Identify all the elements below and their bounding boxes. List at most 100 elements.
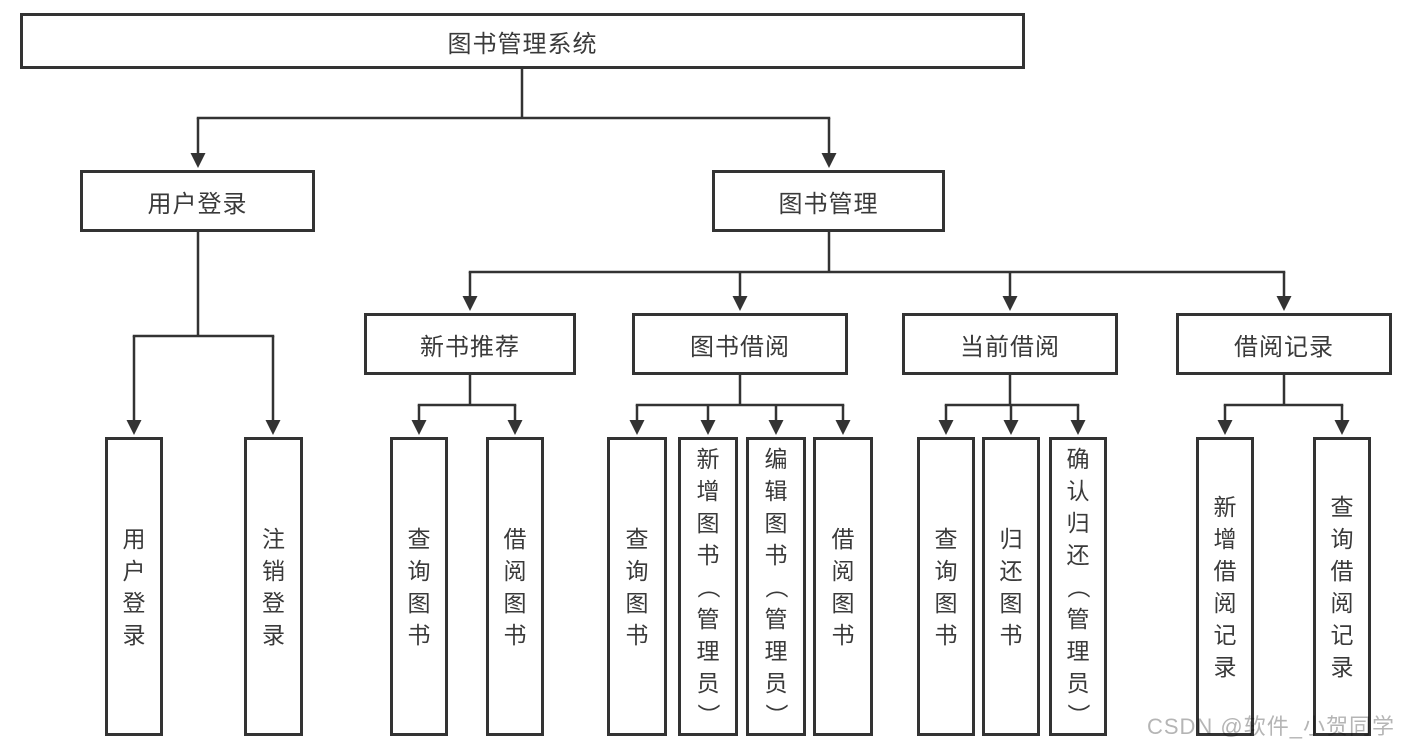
leaf-label-char: 图 <box>407 589 431 616</box>
leaf-label-char: 管 <box>764 605 788 632</box>
leaf-user-login: 用户登录 <box>105 437 163 736</box>
leaf-label-char: 书 <box>407 621 431 648</box>
node-book-management: 图书管理 <box>712 170 945 232</box>
leaf-label-char: 录 <box>122 621 146 648</box>
leaf-label-char: 阅 <box>1330 589 1354 616</box>
leaf-borrow-books-2: 借阅图书 <box>813 437 873 736</box>
leaf-edit-books-admin: 编辑图书（管理员） <box>746 437 806 736</box>
leaf-label-char: 查 <box>1330 493 1354 520</box>
leaf-query-books-3: 查询图书 <box>917 437 975 736</box>
leaf-label-char: 查 <box>934 525 958 552</box>
leaf-label-char: 书 <box>503 621 527 648</box>
leaf-label-char: 询 <box>407 557 431 584</box>
leaf-label: 编辑图书（管理员） <box>749 440 803 733</box>
leaf-borrow-books-1: 借阅图书 <box>486 437 544 736</box>
leaf-label-char: 书 <box>999 621 1023 648</box>
leaf-label-char: 新 <box>1213 493 1237 520</box>
leaf-label-char: 新 <box>696 445 720 472</box>
node-current-borrow: 当前借阅 <box>902 313 1118 375</box>
leaf-confirm-return-admin: 确认归还（管理员） <box>1049 437 1107 736</box>
leaf-label: 查询图书 <box>920 440 972 733</box>
leaf-label-char: 借 <box>503 525 527 552</box>
leaf-label-char: 员 <box>764 669 788 696</box>
leaf-label-char: 记 <box>1330 621 1354 648</box>
leaf-label-char: 增 <box>1213 525 1237 552</box>
node-book-borrow: 图书借阅 <box>632 313 848 375</box>
leaf-label-char: 归 <box>1066 509 1090 536</box>
leaf-label-char: 查 <box>407 525 431 552</box>
leaf-label-char: 图 <box>625 589 649 616</box>
leaf-label-char: 销 <box>262 557 285 584</box>
leaf-label-char: 阅 <box>1213 589 1237 616</box>
leaf-label-char: 管 <box>1066 605 1090 632</box>
leaf-label-char: 询 <box>625 557 649 584</box>
leaf-label: 用户登录 <box>108 440 160 733</box>
leaf-label-char: 辑 <box>764 477 788 504</box>
leaf-logout: 注销登录 <box>244 437 303 736</box>
leaf-label-char: 书 <box>764 541 788 568</box>
leaf-label-char: 查 <box>625 525 649 552</box>
leaf-label-char: 借 <box>1213 557 1237 584</box>
leaf-label-char: 录 <box>1213 653 1237 680</box>
leaf-label-char: （ <box>1065 575 1091 598</box>
leaf-label-char: 书 <box>934 621 958 648</box>
node-user-login: 用户登录 <box>80 170 315 232</box>
leaf-label: 查询借阅记录 <box>1316 440 1368 733</box>
leaf-label-char: 员 <box>1066 669 1090 696</box>
leaf-return-books: 归还图书 <box>982 437 1040 736</box>
leaf-label-char: 增 <box>696 477 720 504</box>
leaf-label: 注销登录 <box>247 440 300 733</box>
leaf-add-books-admin: 新增图书（管理员） <box>678 437 738 736</box>
leaf-query-books-2: 查询图书 <box>607 437 667 736</box>
leaf-label-char: 图 <box>934 589 958 616</box>
leaf-label-char: 书 <box>696 541 720 568</box>
leaf-label-char: 记 <box>1213 621 1237 648</box>
leaf-label-char: （ <box>695 575 721 598</box>
leaf-label-char: 管 <box>696 605 720 632</box>
leaf-label-char: 阅 <box>503 557 527 584</box>
leaf-label-char: 还 <box>999 557 1023 584</box>
leaf-label: 归还图书 <box>985 440 1037 733</box>
leaf-label-char: 图 <box>503 589 527 616</box>
leaf-label-char: 注 <box>262 525 285 552</box>
node-borrow-record: 借阅记录 <box>1176 313 1392 375</box>
leaf-label-char: ） <box>1065 703 1091 726</box>
leaf-query-borrow-record: 查询借阅记录 <box>1313 437 1371 736</box>
leaf-add-borrow-record: 新增借阅记录 <box>1196 437 1254 736</box>
node-new-book-recommend: 新书推荐 <box>364 313 576 375</box>
leaf-label: 借阅图书 <box>816 440 870 733</box>
leaf-label-char: 编 <box>764 445 788 472</box>
leaf-label-char: 图 <box>764 509 788 536</box>
leaf-label-char: 图 <box>696 509 720 536</box>
leaf-label-char: 归 <box>999 525 1023 552</box>
leaf-label: 借阅图书 <box>489 440 541 733</box>
leaf-label-char: 录 <box>262 621 285 648</box>
leaf-label-char: ） <box>763 703 789 726</box>
leaf-label-char: ） <box>695 703 721 726</box>
leaf-label-char: 书 <box>625 621 649 648</box>
leaf-label-char: 借 <box>1330 557 1354 584</box>
leaf-label-char: 登 <box>262 589 285 616</box>
leaf-label: 新增借阅记录 <box>1199 440 1251 733</box>
leaf-label: 确认归还（管理员） <box>1052 440 1104 733</box>
leaf-label-char: 理 <box>1066 637 1090 664</box>
leaf-label-char: 理 <box>764 637 788 664</box>
leaf-label-char: 图 <box>999 589 1023 616</box>
leaf-label-char: 借 <box>831 525 855 552</box>
leaf-label: 新增图书（管理员） <box>681 440 735 733</box>
leaf-label: 查询图书 <box>610 440 664 733</box>
leaf-label-char: 用 <box>122 525 146 552</box>
leaf-label: 查询图书 <box>393 440 445 733</box>
leaf-label-char: 登 <box>122 589 146 616</box>
leaf-label-char: 图 <box>831 589 855 616</box>
leaf-label-char: 户 <box>122 557 146 584</box>
leaf-label-char: 员 <box>696 669 720 696</box>
leaf-label-char: 还 <box>1066 541 1090 568</box>
leaf-label-char: 询 <box>1330 525 1354 552</box>
leaf-label-char: 阅 <box>831 557 855 584</box>
leaf-query-books-1: 查询图书 <box>390 437 448 736</box>
csdn-watermark: CSDN @软件_小贺同学 <box>1146 714 1395 739</box>
leaf-label-char: 录 <box>1330 653 1354 680</box>
